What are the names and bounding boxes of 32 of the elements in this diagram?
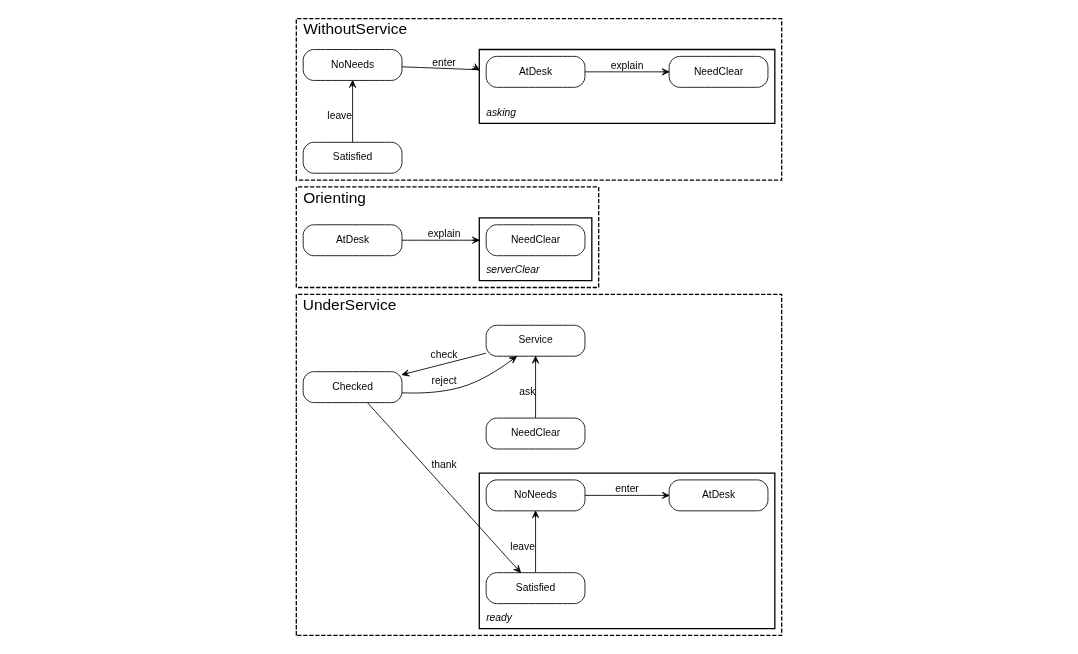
arrow bbox=[349, 80, 357, 143]
node-box: Service bbox=[485, 324, 586, 357]
arrow bbox=[584, 68, 670, 76]
arrow bbox=[532, 356, 540, 419]
arrow bbox=[401, 236, 480, 244]
node-box: Satisfied bbox=[302, 141, 403, 174]
edge-label: enter bbox=[615, 483, 639, 495]
edge-label: ask bbox=[519, 386, 536, 398]
node-box: Satisfied bbox=[485, 572, 586, 605]
edge-label: reject bbox=[431, 375, 457, 387]
arrow bbox=[401, 63, 480, 71]
arrow bbox=[401, 352, 487, 377]
node-box: NoNeeds bbox=[485, 479, 586, 512]
node-box: AtDesk bbox=[668, 479, 769, 512]
node-box: NeedClear bbox=[485, 417, 586, 450]
edge-label: explain bbox=[427, 228, 461, 240]
node-box: NeedClear bbox=[668, 55, 769, 88]
arrow bbox=[584, 491, 670, 499]
node-box: NoNeeds bbox=[302, 49, 403, 81]
node-box: NeedClear bbox=[485, 224, 586, 257]
edge-label: leave bbox=[510, 540, 535, 552]
node-box: AtDesk bbox=[302, 224, 403, 257]
arrow bbox=[367, 402, 521, 573]
arrow bbox=[532, 510, 540, 573]
node-box: AtDesk bbox=[485, 55, 586, 88]
edge-label: leave bbox=[327, 110, 353, 122]
node-box: Checked bbox=[302, 371, 403, 404]
edge-label: check bbox=[430, 348, 458, 360]
edge-label: thank bbox=[431, 458, 457, 470]
edge-label: enter bbox=[432, 56, 456, 68]
edge-label: explain bbox=[610, 59, 644, 71]
arrow bbox=[401, 355, 517, 394]
